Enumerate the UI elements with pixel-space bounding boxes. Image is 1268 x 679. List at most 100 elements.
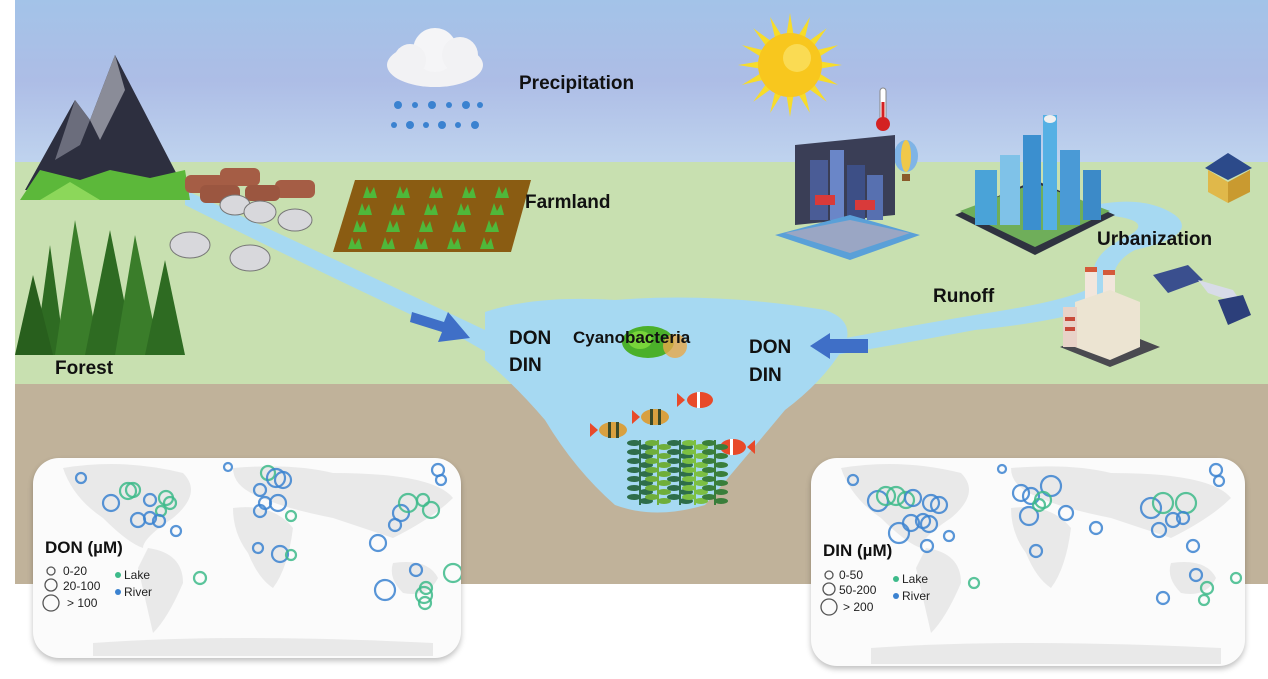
left-river	[185, 190, 515, 360]
map-point	[1088, 520, 1104, 536]
din-type-legend-lake: Lake	[902, 572, 929, 586]
don-legend-title: DON (µM)	[45, 538, 123, 557]
map-point	[1018, 505, 1040, 527]
sun-ray	[816, 45, 839, 57]
crop-icon	[391, 203, 405, 215]
crop-icon	[480, 237, 494, 249]
map-point	[942, 529, 956, 543]
map-point	[1155, 590, 1171, 606]
don-size-legend-1: 0-20	[63, 564, 88, 578]
map-point	[919, 538, 935, 554]
map-point	[151, 513, 167, 529]
size-legend-circles	[42, 566, 60, 612]
seaweed-strand	[702, 440, 728, 505]
size-small-icon	[46, 566, 56, 576]
map-point	[192, 570, 208, 586]
map-point	[921, 493, 941, 513]
sun-ray	[808, 83, 827, 102]
don-map-card: DON (µM) 0-20 20-100 > 100 Lake River	[33, 458, 461, 658]
map-point	[434, 473, 448, 487]
crop-icon	[424, 203, 438, 215]
seaweed-strand	[627, 440, 653, 505]
cyanobacteria-bloom-icon	[622, 326, 687, 358]
din-size-legend-3: > 200	[843, 600, 874, 614]
rain-cloud-icon	[387, 28, 483, 129]
fish-3	[590, 422, 627, 438]
crop-icon	[495, 186, 509, 198]
skyscraper-city-icon	[955, 115, 1115, 255]
map-point	[1212, 474, 1226, 488]
sun-ray	[786, 13, 794, 36]
din-type-legend-river: River	[902, 589, 931, 603]
lake	[485, 297, 848, 513]
map-point	[1185, 538, 1201, 554]
cyanobacteria-label: Cyanobacteria	[573, 328, 691, 347]
right-don-label: DON	[749, 337, 792, 358]
map-point	[1031, 497, 1047, 513]
map-point	[118, 481, 138, 501]
crop-icon	[485, 220, 499, 232]
left-din-label: DIN	[509, 355, 542, 376]
map-point	[896, 490, 916, 510]
city-tablet-icon	[775, 135, 920, 260]
forest-icon	[15, 220, 185, 355]
map-point	[162, 495, 178, 511]
map-point	[408, 562, 424, 578]
map-point	[967, 576, 981, 590]
sun-ray	[770, 91, 782, 114]
map-point	[1011, 483, 1031, 503]
fish-4	[720, 439, 755, 455]
map-point	[996, 463, 1008, 475]
map-point	[273, 470, 293, 490]
runoff-label: Runoff	[933, 286, 995, 307]
farmland-icon	[333, 180, 531, 252]
map-point	[265, 467, 287, 489]
sun-ray	[798, 91, 810, 114]
map-point	[222, 461, 234, 473]
sun-ray	[816, 73, 839, 85]
size-large-icon	[820, 598, 838, 616]
sun-ray	[741, 45, 764, 57]
crop-icon	[381, 237, 395, 249]
map-point	[284, 509, 298, 523]
crop-icon	[419, 220, 433, 232]
map-point	[142, 510, 158, 526]
crop-icon	[447, 237, 461, 249]
precipitation-label: Precipitation	[519, 73, 635, 94]
map-point	[268, 493, 288, 513]
map-point	[270, 544, 290, 564]
farmland-label: Farmland	[525, 192, 611, 213]
river-dot-icon	[115, 589, 121, 595]
map-point	[252, 482, 268, 498]
crop-icon	[414, 237, 428, 249]
seaweed-strand	[667, 440, 693, 505]
map-point	[124, 481, 142, 499]
sun-ray	[753, 83, 772, 102]
lake-dot-icon	[893, 576, 899, 582]
map-point	[1175, 510, 1191, 526]
map-point	[368, 533, 388, 553]
size-medium-icon	[44, 578, 58, 592]
map-point	[1199, 580, 1215, 596]
map-point	[251, 541, 265, 555]
map-point	[1057, 504, 1075, 522]
map-point	[1197, 593, 1211, 607]
crop-icon	[363, 186, 377, 198]
size-small-icon	[824, 570, 834, 580]
seaweed-strand	[682, 440, 708, 505]
continents	[841, 464, 1231, 664]
din-size-legend-1: 0-50	[839, 568, 864, 582]
don-world-map	[63, 461, 461, 656]
don-size-legend-2: 20-100	[63, 579, 101, 593]
map-point	[414, 585, 434, 605]
urbanization-label: Urbanization	[1097, 229, 1213, 250]
map-point	[1150, 521, 1168, 539]
sun-ray	[770, 16, 782, 39]
river-dot-icon	[893, 593, 899, 599]
map-point	[1208, 462, 1224, 478]
din-size-legend-2: 50-200	[839, 583, 877, 597]
sky	[15, 0, 1268, 162]
din-world-map	[841, 462, 1243, 664]
crop-icon	[358, 203, 372, 215]
map-point	[101, 493, 121, 513]
